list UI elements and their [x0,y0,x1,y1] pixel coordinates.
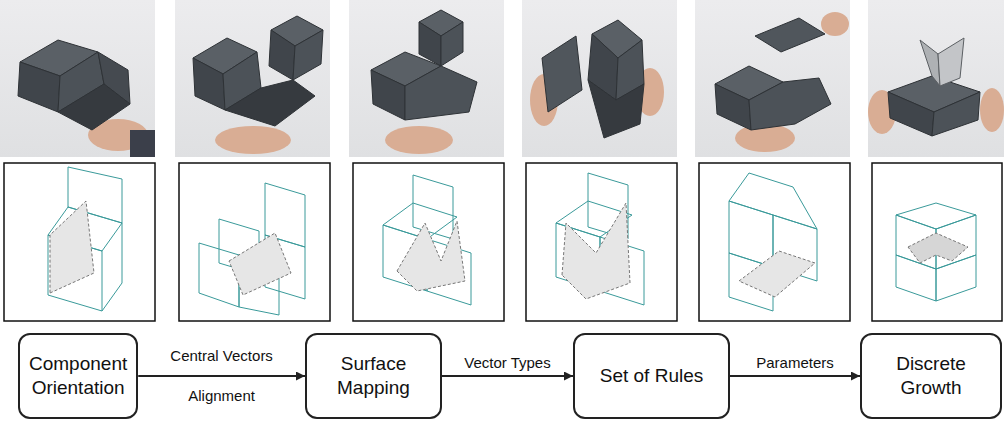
box-label: Surface Mapping [315,352,432,400]
wireframe-1 [4,163,155,321]
box-label: Discrete Growth [870,352,992,400]
wireframe-3 [353,163,504,321]
wireframe-2 [179,163,330,321]
flow-arrow [730,375,860,377]
photo-6 [868,0,1004,157]
arrow-label: Parameters [756,354,834,372]
photo-3 [349,0,504,157]
process-box: Discrete Growth [860,333,1002,419]
flow-arrow [138,375,305,377]
flow-arrow [442,375,573,377]
photo-4 [522,0,677,157]
arrow-label: Central Vectors Alignment [156,336,288,416]
wireframe-5 [699,163,850,321]
process-box: Set of Rules [573,333,730,419]
photo-2 [175,0,330,157]
arrow-label: Vector Types [464,354,550,372]
process-box: Surface Mapping [305,333,442,419]
box-label: Set of Rules [600,364,704,388]
process-box: Component Orientation [18,333,138,419]
box-label: Component Orientation [28,352,128,400]
photo-5 [695,0,850,157]
photo-1 [0,0,155,157]
wireframe-6 [872,163,1002,321]
wireframe-4 [526,163,677,321]
